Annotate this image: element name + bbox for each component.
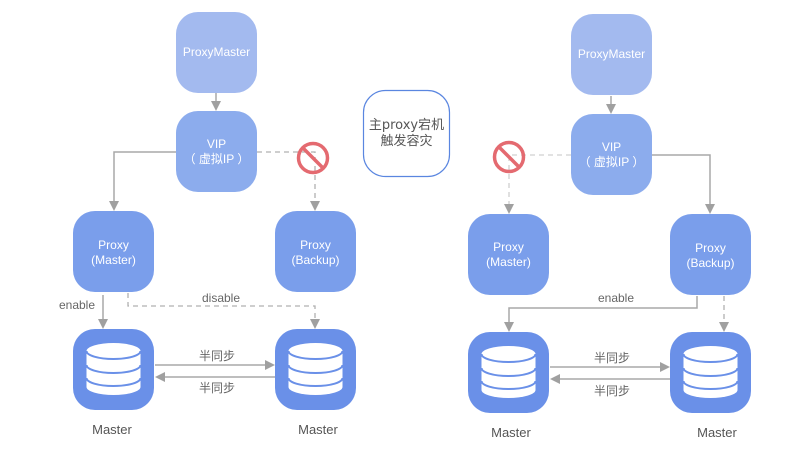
db-right-label: Master [697, 425, 737, 440]
db-right-label: Master [298, 422, 338, 437]
node-proxy-backup: Proxy (Backup) [670, 214, 751, 295]
proxy-master-label: Proxy [98, 238, 129, 252]
note-line2: 触发容灾 [380, 133, 432, 149]
arrow-enable [504, 296, 698, 332]
node-proxymaster: ProxyMaster [176, 12, 257, 93]
vip-label: VIP [207, 137, 226, 151]
sync-bottom-label: 半同步 [199, 381, 235, 395]
enable-label: enable [598, 291, 634, 305]
db-right [670, 332, 751, 413]
proxy-master-label: Proxy [493, 240, 524, 254]
db-right [275, 329, 356, 410]
db-left [468, 332, 549, 413]
db-left-label: Master [92, 422, 132, 437]
proxy-master-sublabel: (Master) [91, 253, 136, 267]
proxy-backup-sublabel: (Backup) [291, 253, 339, 267]
proxy-backup-sublabel: (Backup) [686, 256, 734, 270]
database-icon [287, 342, 344, 396]
proxy-backup-label: Proxy [695, 241, 726, 255]
failover-note: 主proxy宕机 触发容灾 [362, 89, 451, 178]
node-proxy-backup: Proxy (Backup) [275, 211, 356, 292]
left-diagram: ProxyMaster VIP （ 虚拟IP ） Proxy (Master) … [59, 12, 356, 437]
node-vip: VIP （ 虚拟IP ） [176, 111, 257, 192]
sync-top-label: 半同步 [199, 349, 235, 363]
right-diagram: ProxyMaster VIP （ 虚拟IP ） Proxy (Master) … [468, 14, 751, 440]
vip-sublabel: （ 虚拟IP ） [579, 155, 645, 169]
node-proxy-master: Proxy (Master) [468, 214, 549, 295]
disable-label: disable [202, 291, 240, 305]
sync-top-label: 半同步 [594, 351, 630, 365]
arrow-vip-to-proxy-backup [652, 154, 715, 214]
note-line1: 主proxy宕机 [369, 118, 444, 133]
db-left-label: Master [491, 425, 531, 440]
forbidden-icon [296, 141, 330, 175]
vip-label: VIP [602, 140, 621, 154]
proxymaster-label: ProxyMaster [578, 47, 645, 61]
dashed-arrow-vip-to-proxy-master [504, 154, 571, 214]
enable-label: enable [59, 298, 95, 312]
arrow-vip-to-proxy-master [109, 151, 176, 211]
proxymaster-label: ProxyMaster [183, 45, 250, 59]
database-icon [682, 345, 739, 399]
node-vip: VIP （ 虚拟IP ） [571, 114, 652, 195]
forbidden-icon [492, 140, 526, 174]
vip-sublabel: （ 虚拟IP ） [184, 152, 250, 166]
proxy-backup-label: Proxy [300, 238, 331, 252]
dashed-arrow-vip-to-proxy-backup [257, 151, 320, 211]
node-proxy-master: Proxy (Master) [73, 211, 154, 292]
db-left [73, 329, 154, 410]
proxy-master-sublabel: (Master) [486, 255, 531, 269]
node-proxymaster: ProxyMaster [571, 14, 652, 95]
sync-bottom-label: 半同步 [594, 384, 630, 398]
dashed-arrow-disable [127, 293, 320, 329]
database-icon [480, 345, 537, 399]
database-icon [85, 342, 142, 396]
